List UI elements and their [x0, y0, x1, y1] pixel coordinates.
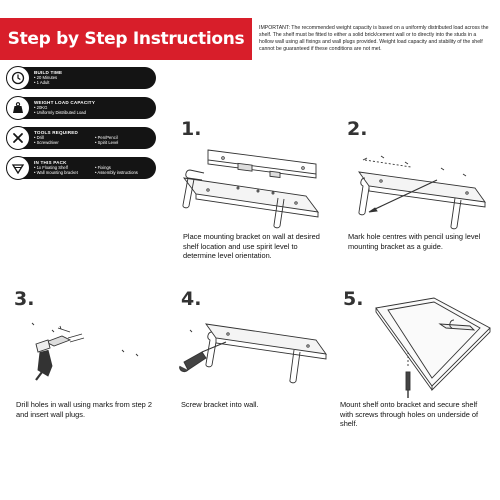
info-list: Build Time • 20 Minutes • 1 Adult Weight…: [6, 66, 156, 186]
step-3-text: Drill holes in wall using marks from ste…: [16, 400, 152, 419]
info-line: • Uniformly Distributed Load: [34, 110, 86, 116]
step-4-number: 4.: [181, 288, 202, 310]
info-tools-required: Tools Required • Drill • Screwdriver • P…: [6, 126, 156, 150]
info-line: • 1x Floating Shelf: [34, 165, 68, 170]
box-icon: [6, 156, 30, 180]
info-weight-capacity: Weight Load Capacity • 20KG • Uniformly …: [6, 96, 156, 120]
tools-icon: [6, 126, 30, 150]
info-pill: In This Pack • 1x Floating Shelf • Wall …: [16, 157, 156, 179]
info-line: • Fixings: [95, 165, 111, 170]
info-build-time: Build Time • 20 Minutes • 1 Adult: [6, 66, 156, 90]
page-title: Step by Step Instructions: [7, 29, 245, 49]
step-5-text: Mount shelf onto bracket and secure shel…: [340, 400, 479, 429]
info-line: • Screwdriver: [34, 140, 59, 146]
step-5-number: 5.: [343, 288, 364, 310]
step-2-number: 2.: [347, 118, 368, 140]
weight-icon: [6, 96, 30, 120]
info-pill: Weight Load Capacity • 20KG • Uniformly …: [16, 97, 156, 119]
step-3-illustration: [31, 322, 139, 381]
step-1-number: 1.: [181, 118, 202, 140]
step-1-illustration: [182, 149, 320, 229]
info-line: • Spirit Level: [95, 140, 119, 146]
clock-icon: [6, 66, 30, 90]
info-line: • Pen/Pencil: [95, 135, 118, 140]
info-title: Weight Load Capacity: [34, 100, 96, 105]
info-line: • 20 Minutes: [34, 75, 58, 80]
step-3-number: 3.: [14, 288, 35, 310]
info-title: In This Pack: [34, 160, 67, 165]
step-2-text: Mark hole centres with pencil using leve…: [348, 232, 481, 251]
info-pill: Tools Required • Drill • Screwdriver • P…: [16, 127, 156, 149]
info-pill: Build Time • 20 Minutes • 1 Adult: [16, 67, 156, 89]
info-line: • 1 Adult: [34, 80, 50, 86]
step-5-illustration: [375, 297, 491, 398]
step-4-illustration: [179, 323, 327, 384]
step-2-illustration: [358, 155, 486, 230]
info-in-this-pack: In This Pack • 1x Floating Shelf • Wall …: [6, 156, 156, 180]
header-banner: Step by Step Instructions: [0, 18, 252, 60]
info-line: • Wall mounting bracket: [34, 170, 78, 176]
step-4-text: Screw bracket into wall.: [181, 400, 259, 409]
info-line: • Assembly instructions: [95, 170, 138, 176]
info-title: Build Time: [34, 70, 63, 75]
info-line: • 20KG: [34, 105, 48, 110]
important-notice: IMPORTANT: The recommended weight capaci…: [259, 25, 489, 53]
info-line: • Drill: [34, 135, 44, 140]
step-1-text: Place mounting bracket on wall at desire…: [183, 232, 320, 261]
info-title: Tools Required: [34, 130, 79, 135]
